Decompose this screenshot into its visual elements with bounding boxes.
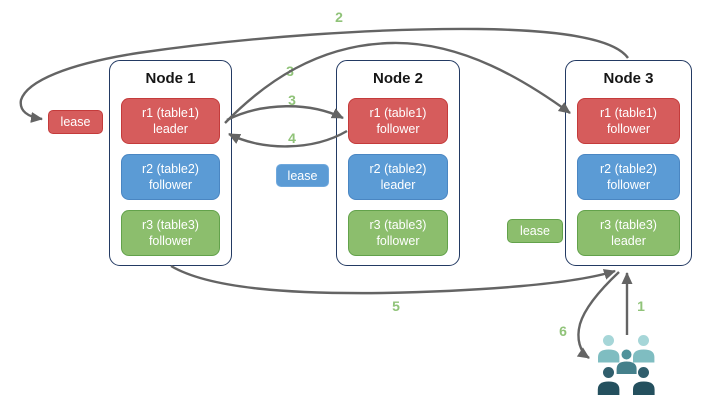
arrow-step-6 <box>576 271 620 359</box>
node-3: Node 3 r1 (table1) follower r2 (table2) … <box>565 60 692 266</box>
step-label-6: 6 <box>559 323 567 339</box>
lease-badge-table3: lease <box>507 219 563 243</box>
replica-label: r1 (table1) <box>600 105 657 120</box>
node-1: Node 1 r1 (table1) leader r2 (table2) fo… <box>109 60 232 266</box>
node-2: Node 2 r1 (table1) follower r2 (table2) … <box>336 60 460 266</box>
lease-badge-table2: lease <box>276 164 329 187</box>
node-3-replica-r1: r1 (table1) follower <box>577 98 680 144</box>
replica-label: r2 (table2) <box>369 161 427 176</box>
users-icon <box>597 335 655 395</box>
replica-label: r3 (table3) <box>142 217 199 232</box>
replica-role: leader <box>380 178 416 192</box>
replica-role: follower <box>148 234 193 248</box>
replica-label: r3 (table3) <box>369 217 427 232</box>
arrow-step-5 <box>170 264 616 295</box>
node-3-replica-r3: r3 (table3) leader <box>577 210 680 256</box>
replica-label: r3 (table3) <box>600 217 657 232</box>
node-2-replica-r2: r2 (table2) leader <box>348 154 448 200</box>
node-1-replica-r3: r3 (table3) follower <box>121 210 220 256</box>
arrow-step-3-to-node2 <box>226 105 344 122</box>
node-3-title: Node 3 <box>603 70 654 87</box>
node-1-replica-r1: r1 (table1) leader <box>121 98 220 144</box>
replica-role: follower <box>606 122 651 136</box>
step-label-3a: 3 <box>286 63 294 79</box>
node-2-replica-r1: r1 (table1) follower <box>348 98 448 144</box>
node-1-title: Node 1 <box>145 70 196 87</box>
step-label-3b: 3 <box>288 92 296 108</box>
step-label-2: 2 <box>335 9 343 25</box>
replica-role: follower <box>376 234 420 248</box>
replica-label: r1 (table1) <box>142 105 199 120</box>
replica-label: r2 (table2) <box>142 161 199 176</box>
replica-label: r2 (table2) <box>600 161 657 176</box>
replica-label: r1 (table1) <box>369 105 427 120</box>
replica-role: leader <box>153 122 188 136</box>
replica-role: leader <box>611 234 646 248</box>
replica-role: follower <box>376 122 420 136</box>
node-2-replica-r3: r3 (table3) follower <box>348 210 448 256</box>
replica-role: follower <box>148 178 193 192</box>
step-label-5: 5 <box>392 298 400 314</box>
node-1-replica-r2: r2 (table2) follower <box>121 154 220 200</box>
step-label-1: 1 <box>637 298 645 314</box>
node-3-replica-r2: r2 (table2) follower <box>577 154 680 200</box>
step-label-4: 4 <box>288 130 296 146</box>
node-2-title: Node 2 <box>372 70 423 87</box>
lease-badge-table1: lease <box>48 110 103 134</box>
replica-role: follower <box>606 178 651 192</box>
